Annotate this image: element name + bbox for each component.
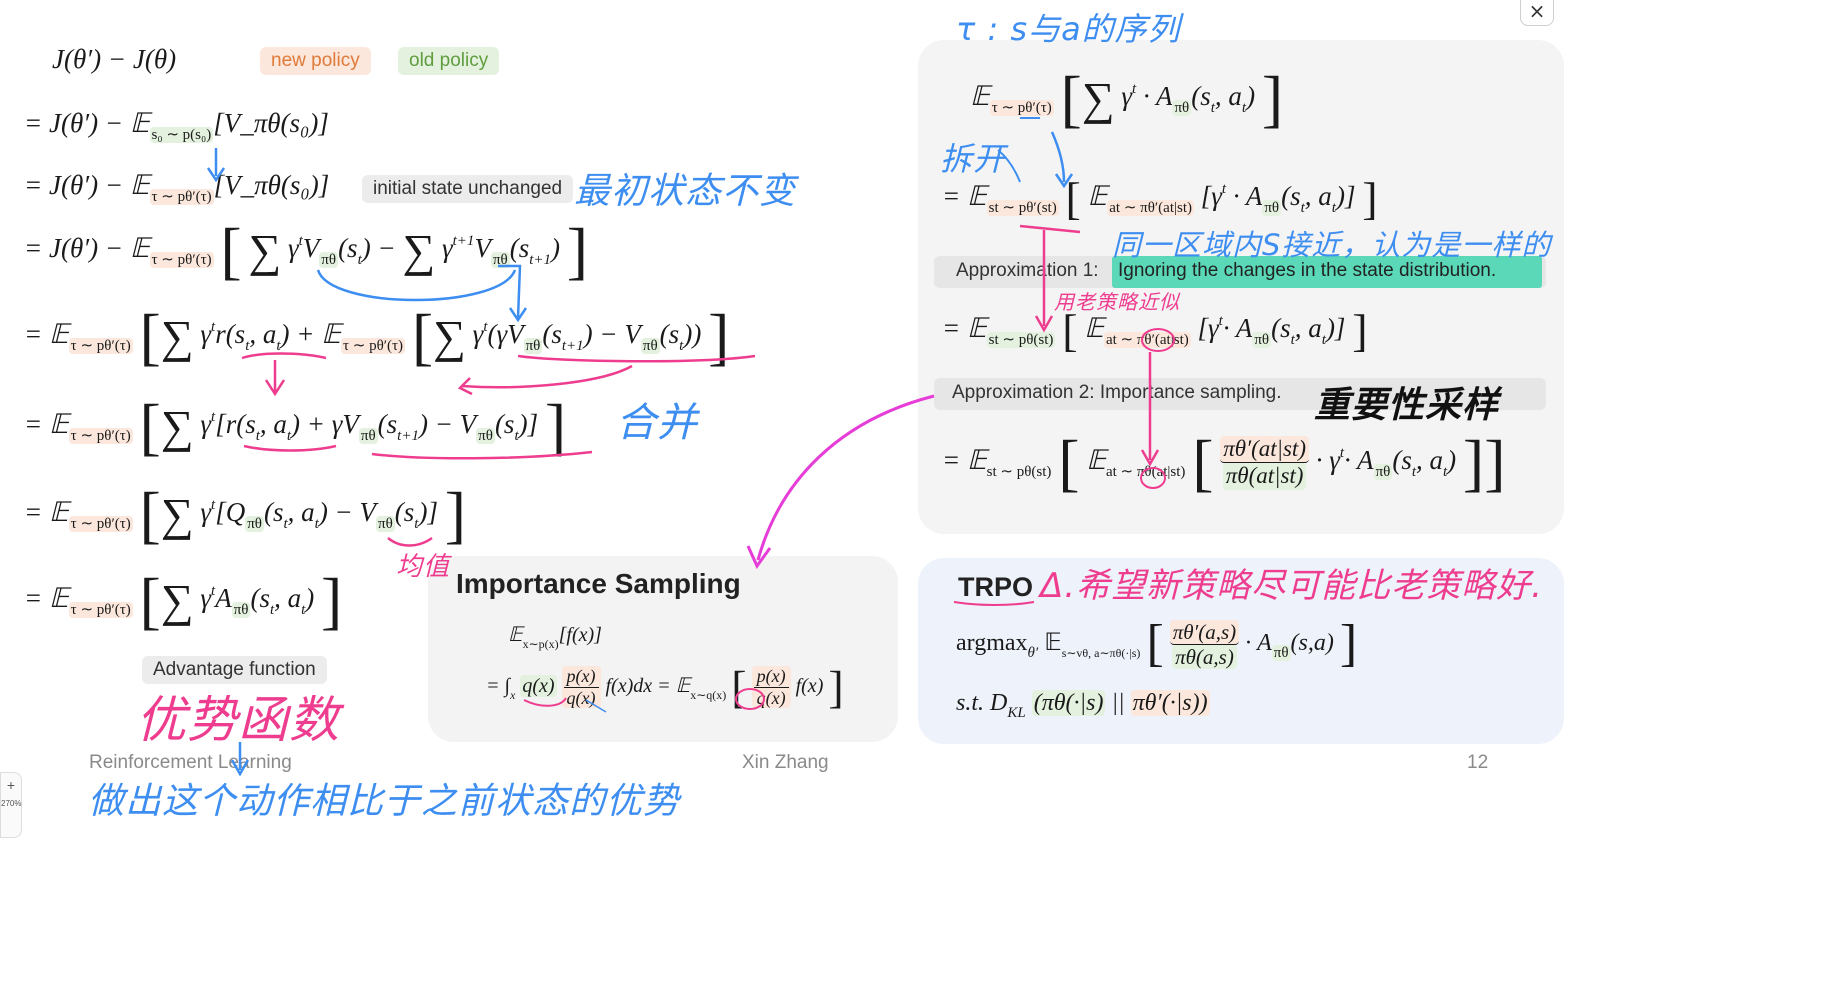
importance-sampling-title: Importance Sampling: [456, 568, 741, 599]
importance-line-2: = ∫x q(x) p(x)q(x) f(x)dx = 𝔼x∼q(x) [ p(…: [486, 661, 844, 713]
close-button[interactable]: ×: [1520, 0, 1554, 26]
initial-state-tag: initial state unchanged: [362, 175, 574, 203]
annotation-mean: 均值: [396, 552, 451, 582]
annotation-bottom-note: 做出这个动作相比于之前状态的优势: [88, 781, 681, 822]
annotation-split: 拆开: [940, 140, 1007, 178]
trpo-title: TRPO: [958, 572, 1034, 602]
footer-course: Reinforcement Learning: [89, 752, 292, 773]
importance-sampling-panel: [428, 556, 898, 742]
close-icon: ×: [1528, 0, 1546, 23]
zoom-widget[interactable]: + 270%: [0, 772, 22, 838]
zoom-level: 270%: [1, 799, 22, 808]
annotation-initial-state: 最初状态不变: [574, 171, 797, 212]
annotation-same-state: 同一区域内S接近，认为是一样的: [1112, 228, 1552, 262]
annotation-advantage: 优势函数: [136, 691, 340, 749]
zoom-in-button[interactable]: +: [6, 777, 16, 793]
annotation-trpo-note: Δ.希望新策略尽可能比老策略好.: [1040, 566, 1543, 606]
approximation-2-bar: Approximation 2: Importance sampling.: [934, 378, 1546, 410]
old-policy-tag: old policy: [398, 47, 500, 75]
new-policy-tag: new policy: [260, 47, 371, 75]
approximation-1-label: Approximation 1:: [956, 260, 1099, 281]
advantage-function-tag: Advantage function: [142, 656, 327, 684]
trpo-panel: [918, 558, 1564, 744]
derivation-line-0: J(θ′) − J(θ): [52, 44, 177, 74]
trpo-objective: argmaxθ′ 𝔼s∼vθ, a∼πθ(·|s) [ πθ′(a,s)πθ(a…: [956, 615, 1358, 673]
footer-author: Xin Zhang: [742, 752, 829, 773]
right-eq-4: = 𝔼st ∼ pθ(st) [ 𝔼at ∼ πθ(at|st) [ πθ′(a…: [942, 427, 1506, 498]
annotation-use-old-policy: 用老策略近似: [1054, 290, 1180, 314]
approximation-1-highlight: Ignoring the changes in the state distri…: [1112, 256, 1542, 288]
footer-page-number: 12: [1467, 752, 1489, 773]
annotation-importance: 重要性采样: [1314, 385, 1500, 426]
annotation-tau-definition: τ : s与a的序列: [956, 10, 1181, 48]
annotation-combine: 合并: [616, 400, 698, 446]
importance-line-1: 𝔼x∼p(x)[f(x)]: [508, 624, 602, 651]
trpo-constraint: s.t. DKL (πθ(·|s) || πθ′(·|s)): [956, 690, 1210, 721]
